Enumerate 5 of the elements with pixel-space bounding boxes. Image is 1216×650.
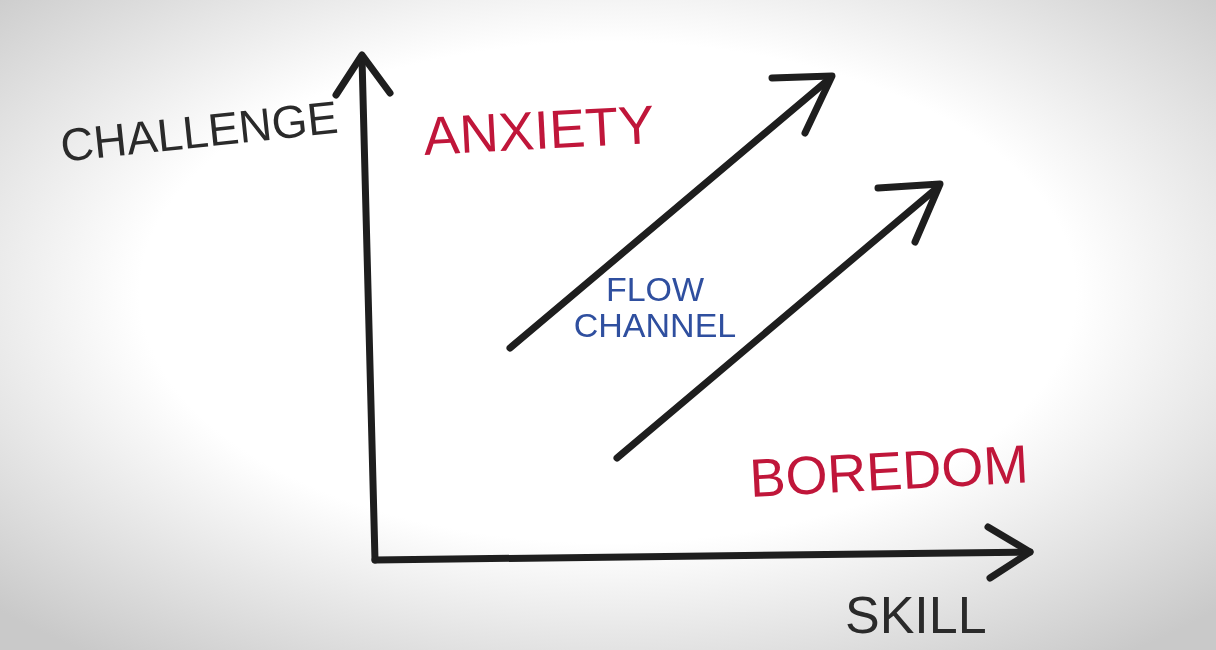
axis-title: CHALLENGE bbox=[58, 92, 341, 171]
axis-title: SKILL bbox=[845, 588, 987, 643]
region-label: BOREDOM bbox=[748, 435, 1030, 507]
region-label: ANXIETY bbox=[422, 95, 656, 165]
region-label: FLOW CHANNEL bbox=[572, 272, 738, 344]
